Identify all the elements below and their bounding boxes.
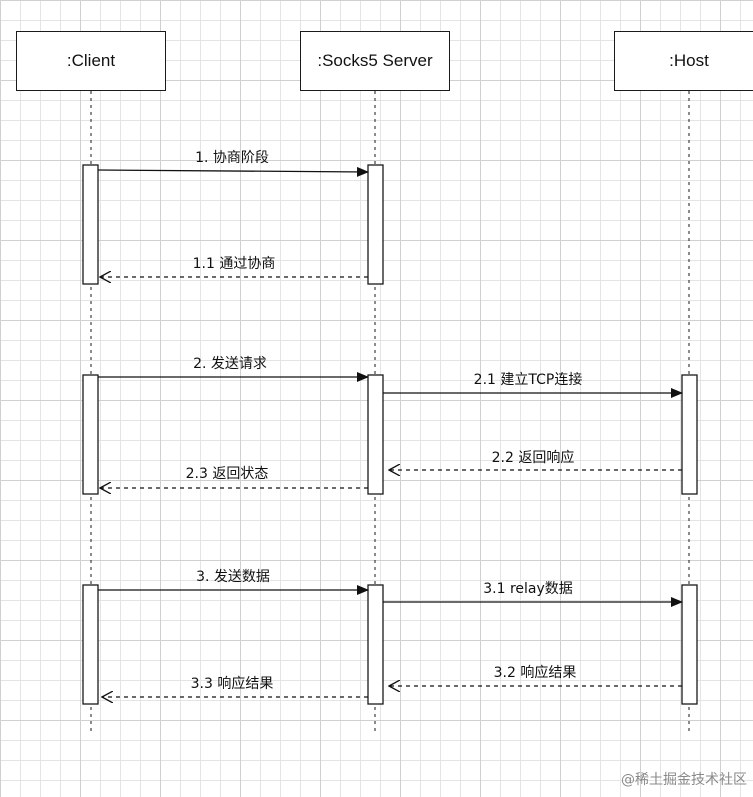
activation-client-2	[82, 374, 99, 495]
participant-host-label: :Host	[669, 51, 709, 70]
message-label-negotiate: 1. 协商阶段	[195, 150, 269, 166]
activation-host-2	[681, 374, 698, 495]
participant-host: :Host	[614, 31, 753, 91]
message-label-negotiation-passed: 1.1 通过协商	[193, 256, 276, 272]
participant-socks5-server: :Socks5 Server	[300, 31, 450, 91]
participant-client: :Client	[16, 31, 166, 91]
message-label-return-response: 2.2 返回响应	[492, 449, 575, 466]
participant-client-label: :Client	[66, 51, 116, 70]
message-label-establish-tcp: 2.1 建立TCP连接	[474, 371, 583, 388]
watermark-text: @稀土掘金技术社区	[621, 772, 747, 788]
message-label-send-request: 2. 发送请求	[193, 356, 267, 372]
activation-server-1	[367, 164, 384, 285]
message-arrow-negotiate	[97, 166, 369, 177]
message-label-return-status: 2.3 返回状态	[186, 466, 269, 482]
activation-client-1	[82, 164, 99, 285]
participant-server-label: :Socks5 Server	[317, 51, 433, 70]
message-label-relay-data: 3.1 relay数据	[483, 581, 573, 597]
activation-client-3	[82, 584, 99, 705]
activation-server-2	[367, 374, 384, 495]
activation-server-3	[367, 584, 384, 705]
message-label-send-data: 3. 发送数据	[196, 569, 270, 585]
message-label-response-result-client: 3.3 响应结果	[191, 675, 274, 692]
message-label-response-result-host: 3.2 响应结果	[494, 664, 577, 681]
activation-host-3	[681, 584, 698, 705]
